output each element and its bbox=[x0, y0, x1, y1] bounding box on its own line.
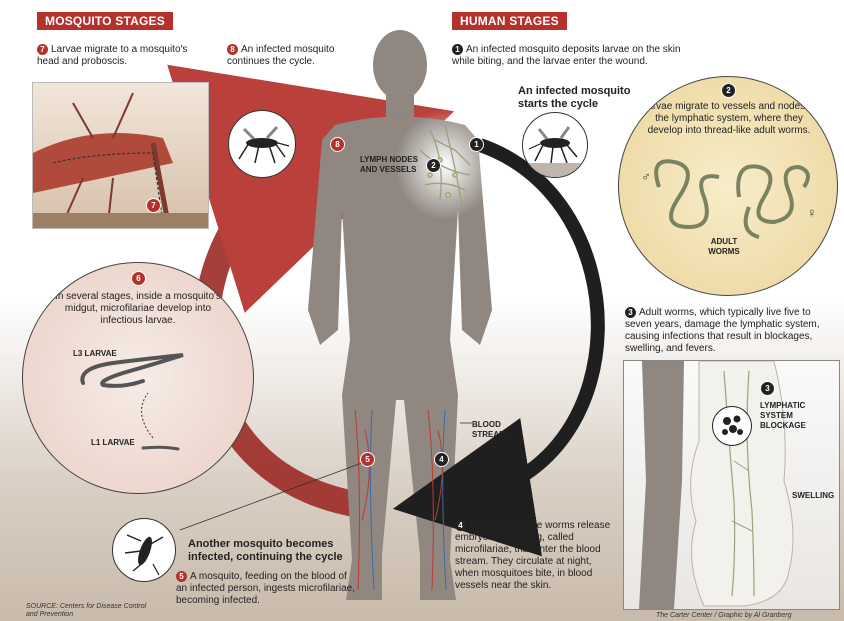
l3-larvae-label: L3 LARVAE bbox=[73, 349, 117, 359]
mosquito-closeup-illustration bbox=[33, 83, 208, 228]
mosquito-icon bbox=[523, 113, 587, 177]
l1-larvae-label: L1 LARVAE bbox=[91, 438, 135, 448]
source-credit: SOURCE: Centers for Disease Control and … bbox=[26, 603, 156, 619]
feeding-mosquito-circle bbox=[112, 518, 176, 582]
marker-2-body: 2 bbox=[426, 158, 441, 173]
swollen-leg-panel: 3 LYMPHATIC SYSTEM BLOCKAGE SWELLING bbox=[623, 360, 840, 610]
human-stages-header: HUMAN STAGES bbox=[452, 12, 567, 30]
marker-2: 2 bbox=[721, 83, 736, 98]
infected-mosquito-circle bbox=[228, 110, 296, 178]
blockage-circle bbox=[712, 406, 752, 446]
marker-7: 7 bbox=[146, 198, 161, 213]
blockage-label: LYMPHATIC SYSTEM BLOCKAGE bbox=[760, 401, 835, 431]
swollen-leg-illustration bbox=[624, 361, 839, 609]
adult-worms-label: ADULT WORMS bbox=[699, 237, 749, 257]
step-6-text: In several stages, inside a mosquito's m… bbox=[53, 291, 223, 327]
lymph-nodes-label: LYMPH NODES AND VESSELS bbox=[360, 155, 430, 175]
mosquito-icon bbox=[229, 111, 295, 177]
marker-5: 5 bbox=[360, 452, 375, 467]
step-2-text: Larvae migrate to vessels and nodes of t… bbox=[639, 101, 819, 137]
mosquito-icon bbox=[113, 519, 175, 581]
biting-mosquito-circle bbox=[522, 112, 588, 178]
another-mosquito-callout: Another mosquito becomes infected, conti… bbox=[188, 538, 378, 564]
marker-1: 1 bbox=[469, 137, 484, 152]
blockage-illustration bbox=[713, 407, 751, 445]
adult-worms-circle: 2 Larvae migrate to vessels and nodes of… bbox=[618, 76, 838, 296]
mosquito-head-closeup: 7 bbox=[32, 82, 209, 229]
male-symbol: ♂ bbox=[641, 169, 651, 184]
swelling-label: SWELLING bbox=[792, 491, 834, 501]
graphic-credit: The Carter Center / Graphic by Al Granbe… bbox=[656, 612, 844, 620]
mosquito-stages-header: MOSQUITO STAGES bbox=[37, 12, 173, 30]
marker-3: 3 bbox=[760, 381, 775, 396]
marker-8: 8 bbox=[330, 137, 345, 152]
female-symbol: ♀ bbox=[807, 205, 817, 220]
marker-6: 6 bbox=[131, 271, 146, 286]
blood-stream-label: BLOOD STREAM bbox=[472, 420, 522, 440]
midgut-larvae-circle: 6 In several stages, inside a mosquito's… bbox=[22, 262, 254, 494]
marker-4: 4 bbox=[434, 452, 449, 467]
